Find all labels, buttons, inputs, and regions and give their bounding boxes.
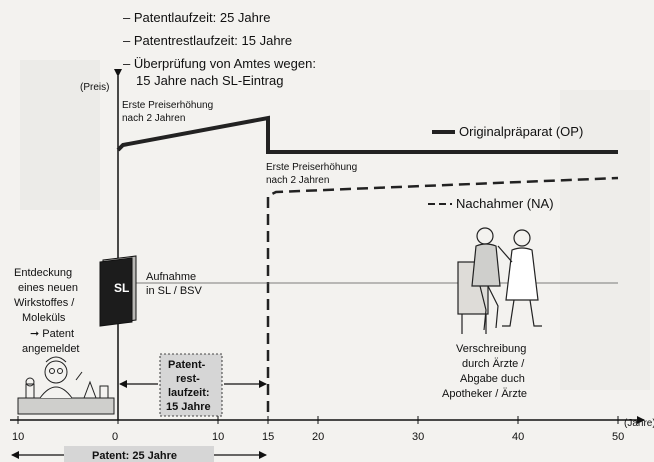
- x-tick-label: 15: [262, 431, 274, 443]
- generic-price-line: [266, 176, 619, 412]
- doctor-patient-icon: [457, 227, 542, 334]
- svg-text:Abgabe duch: Abgabe duch: [460, 373, 525, 385]
- x-axis-label: (Jahre): [624, 418, 654, 429]
- legend-generic: Nachahmer (NA): [456, 196, 554, 211]
- svg-text:➞ Patent: ➞ Patent: [30, 328, 74, 340]
- x-tick-label: 0: [112, 431, 118, 443]
- x-tick-label: 50: [612, 431, 624, 443]
- background-shadow-left: [20, 60, 100, 210]
- legend-original: Originalpräparat (OP): [459, 124, 583, 139]
- op-increase-line1: Erste Preiserhöhung: [122, 100, 213, 111]
- svg-text:Patent-: Patent-: [168, 359, 206, 371]
- sl-listing-line1: Aufnahme: [146, 271, 196, 283]
- fact-remaining-term: – Patentrestlaufzeit: 15 Jahre: [123, 33, 292, 48]
- discovery-text: Entdeckung eines neuen Wirkstoffes / Mol…: [14, 267, 80, 355]
- patent-total-box: [64, 446, 214, 462]
- x-tick-label: 40: [512, 431, 524, 443]
- svg-text:Wirkstoffes /: Wirkstoffes /: [14, 297, 75, 309]
- scientist-icon: [17, 356, 115, 415]
- svg-text:laufzeit:: laufzeit:: [168, 387, 210, 399]
- prescription-text: Verschreibung durch Ärzte / Abgabe duch …: [442, 343, 527, 400]
- sl-book-icon: SL: [99, 255, 137, 327]
- x-tick-label: 20: [312, 431, 324, 443]
- fact-review: – Überprüfung von Amtes wegen:: [123, 56, 316, 71]
- svg-text:Verschreibung: Verschreibung: [456, 343, 526, 355]
- svg-text:Apotheker / Ärzte: Apotheker / Ärzte: [442, 388, 527, 400]
- x-tick-label: 30: [412, 431, 424, 443]
- svg-text:eines neuen: eines neuen: [18, 282, 78, 294]
- x-tick-label: 10: [212, 431, 224, 443]
- fact-patent-term: – Patentlaufzeit: 25 Jahre: [123, 10, 270, 25]
- na-increase-line1: Erste Preiserhöhung: [266, 162, 357, 173]
- svg-text:durch Ärzte /: durch Ärzte /: [462, 358, 525, 370]
- svg-text:rest-: rest-: [176, 373, 200, 385]
- svg-text:Moleküls: Moleküls: [22, 312, 66, 324]
- fact-review-detail: 15 Jahre nach SL-Eintrag: [136, 73, 283, 88]
- patent-total-label: Patent: 25 Jahre: [92, 450, 177, 462]
- svg-text:Entdeckung: Entdeckung: [14, 267, 72, 279]
- op-increase-line2: nach 2 Jahren: [122, 113, 185, 124]
- remaining-patent-box: Patent- rest- laufzeit: 15 Jahre: [159, 353, 223, 417]
- x-tick-label: 10: [12, 431, 24, 443]
- background-shadow-right: [560, 90, 650, 390]
- svg-text:15 Jahre: 15 Jahre: [166, 401, 211, 413]
- sl-book-label: SL: [114, 281, 129, 295]
- sl-listing-line2: in SL / BSV: [146, 285, 203, 297]
- y-axis-label: (Preis): [80, 82, 109, 93]
- x-axis-ticks: 10 0 10 15 20 30 40 50: [12, 416, 624, 443]
- original-price-line: [116, 115, 618, 154]
- na-increase-line2: nach 2 Jahren: [266, 175, 329, 186]
- svg-text:angemeldet: angemeldet: [22, 343, 80, 355]
